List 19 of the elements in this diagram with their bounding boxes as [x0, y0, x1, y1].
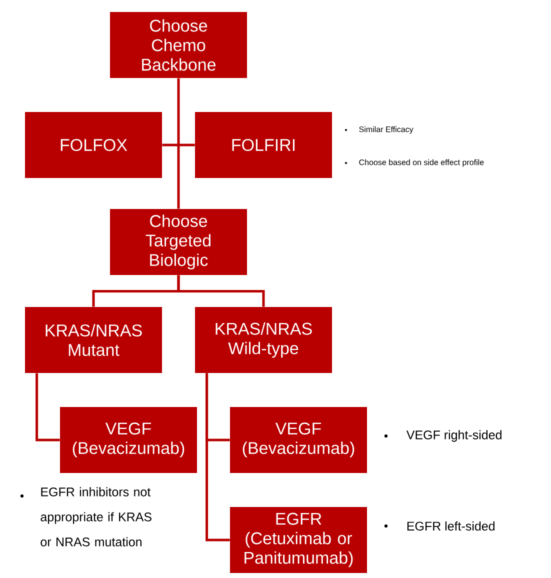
connector-line: [36, 373, 60, 442]
note-text: Choose based on side effect profile: [359, 159, 484, 167]
process-box: KRAS/NRAS Mutant: [25, 307, 162, 373]
connector-line: [206, 373, 230, 542]
connector-line: [162, 144, 195, 146]
process-box: FOLFIRI: [195, 112, 332, 178]
note-text: EGFR left-sided: [407, 521, 494, 531]
process-box: Choose Targeted Biologic: [110, 209, 247, 275]
process-box: VEGF (Bevacizumab): [60, 407, 197, 473]
note-text: EGFR inhibitors not appropriate if KRAS or NRAS mutation: [40, 487, 152, 546]
process-box: EGFR (Cetuximab or Panitumumab): [230, 507, 367, 573]
note-text: Similar Efficacy: [359, 126, 414, 134]
process-box: Choose Chemo Backbone: [110, 12, 247, 78]
connector-line: [177, 275, 265, 307]
process-box: VEGF (Bevacizumab): [230, 407, 367, 473]
note-text: VEGF right-sided: [406, 430, 502, 442]
process-box: KRAS/NRAS Wild-type: [195, 307, 332, 373]
process-box: FOLFOX: [25, 112, 162, 178]
connector-line: [177, 78, 180, 209]
